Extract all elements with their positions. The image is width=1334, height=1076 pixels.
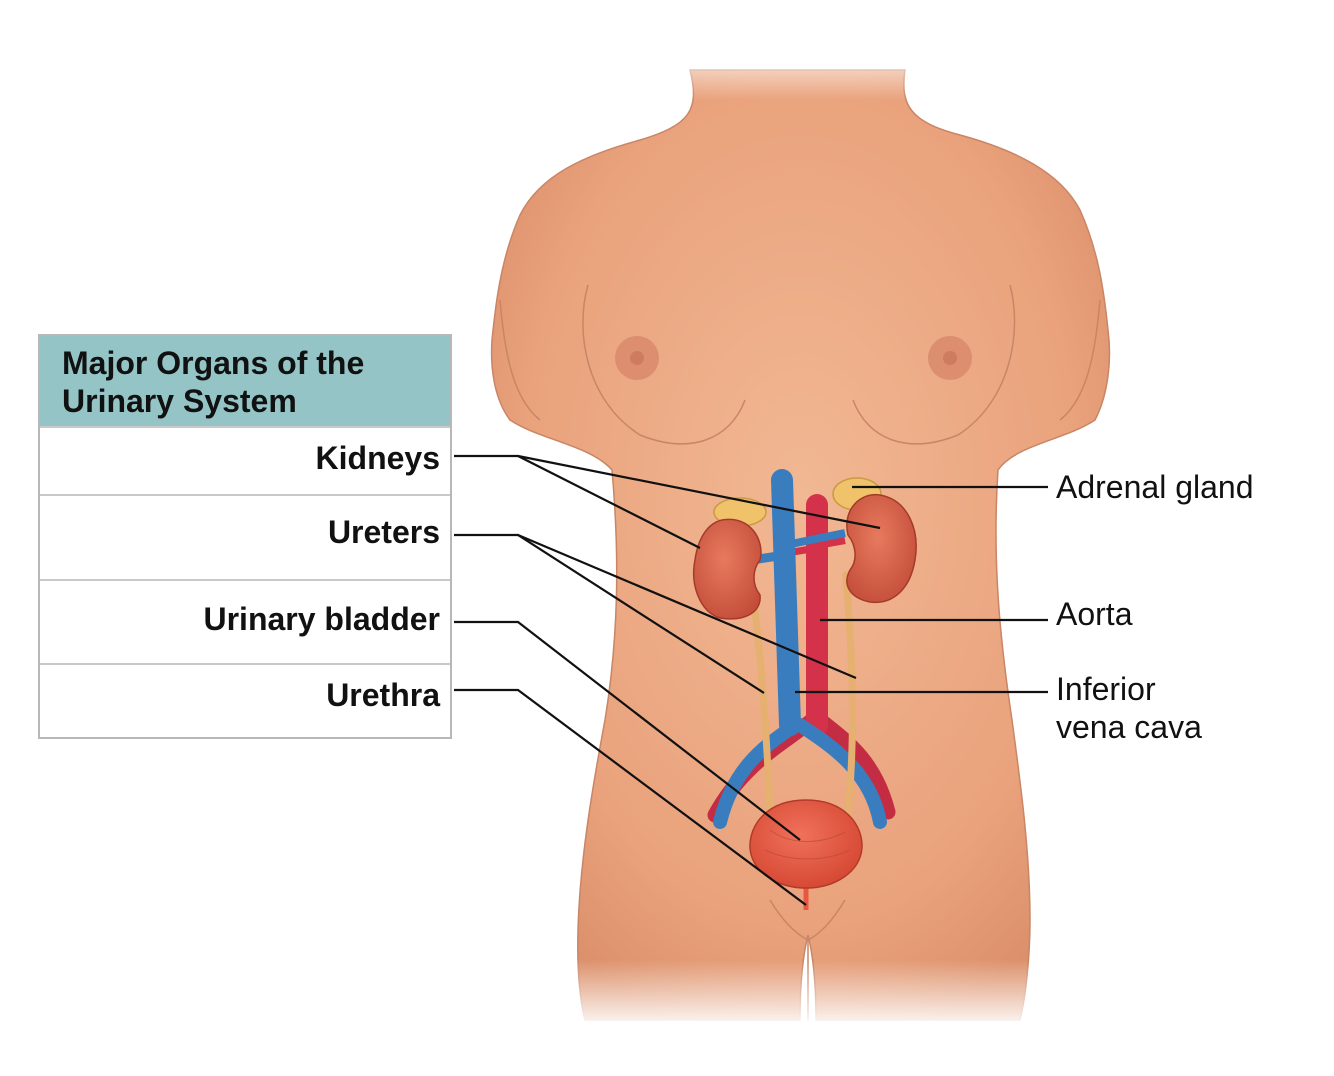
- table-row-kidneys: Kidneys: [40, 426, 450, 494]
- organ-table: Major Organs of the Urinary System Kidne…: [38, 334, 452, 739]
- organ-table-header: Major Organs of the Urinary System: [40, 336, 450, 426]
- table-row-urethra: Urethra: [40, 663, 450, 737]
- label-inferior-vena-cava: Inferior vena cava: [1056, 670, 1202, 746]
- label-ivc-line-2: vena cava: [1056, 709, 1202, 745]
- label-ivc-line-1: Inferior: [1056, 671, 1156, 707]
- label-adrenal-gland: Adrenal gland: [1056, 469, 1254, 505]
- table-row-urinary-bladder: Urinary bladder: [40, 579, 450, 663]
- left-kidney: [693, 518, 762, 620]
- inferior-vena-cava: [771, 469, 801, 736]
- leader-lines: [454, 454, 1048, 906]
- right-kidney: [846, 494, 917, 604]
- label-aorta: Aorta: [1056, 596, 1133, 632]
- table-title-line-1: Major Organs of the: [62, 345, 365, 381]
- table-row-ureters: Ureters: [40, 494, 450, 579]
- table-title-line-2: Urinary System: [62, 383, 297, 419]
